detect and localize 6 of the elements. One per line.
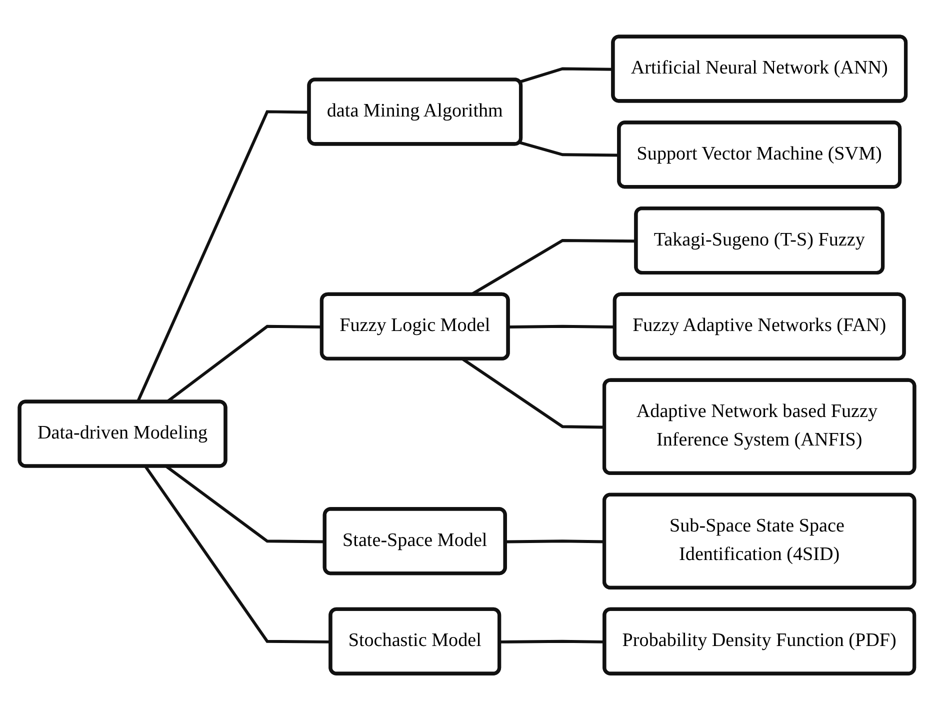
connector xyxy=(144,466,332,644)
connector xyxy=(508,324,616,328)
connector xyxy=(519,141,620,157)
connector xyxy=(500,640,606,644)
connector xyxy=(506,540,605,544)
connector xyxy=(519,67,614,84)
